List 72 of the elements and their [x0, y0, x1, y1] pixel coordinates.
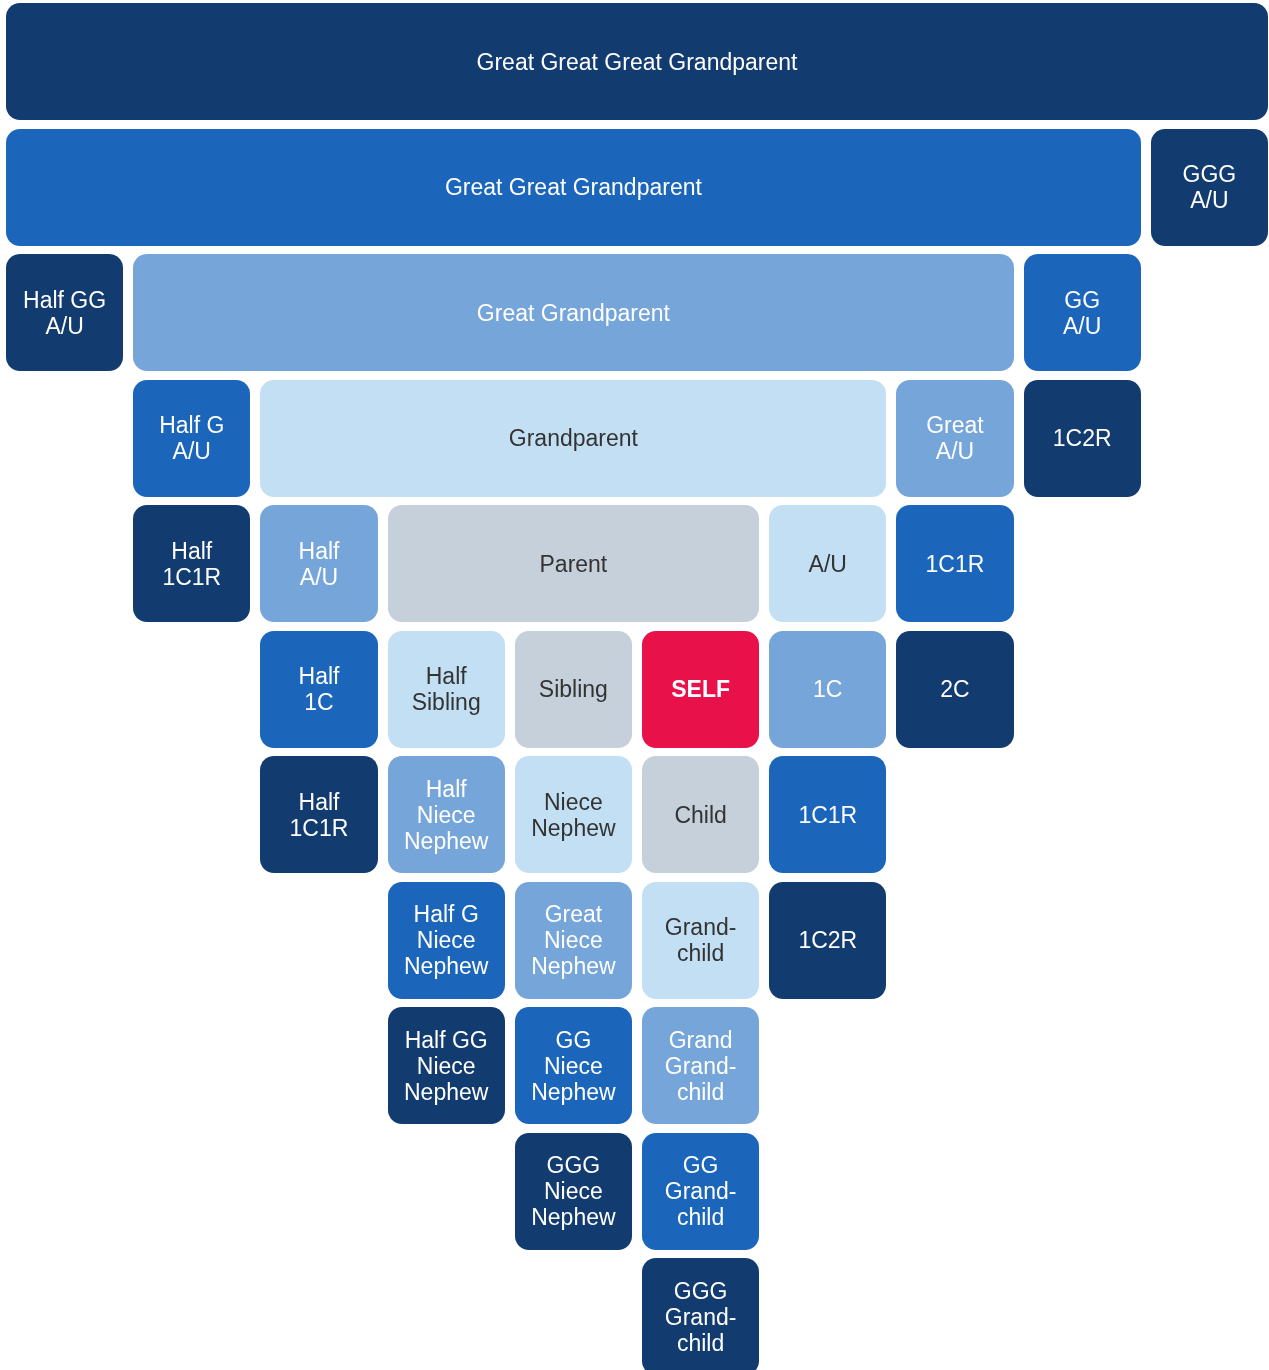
tile-label: Half 1C	[298, 663, 340, 715]
tile-label: Half Niece Nephew	[403, 775, 490, 854]
tile-label: Half G Niece Nephew	[403, 901, 490, 979]
tile-label: Great Great Great Grandparent	[476, 48, 798, 75]
relationship-tile	[769, 630, 887, 748]
relationship-tile	[1023, 254, 1141, 371]
tile-label: Grand- child	[663, 914, 738, 966]
relationship-tile	[387, 1007, 505, 1124]
relationship-tile	[1023, 379, 1141, 497]
tile-label: 1C1R	[925, 550, 985, 577]
tile-label: SELF	[671, 676, 730, 702]
relationship-tile	[6, 128, 1141, 246]
relationship-tile	[769, 881, 887, 999]
relationship-tile	[642, 756, 760, 873]
tile-label: Grandparent	[508, 425, 638, 451]
relationship-tile	[387, 881, 505, 999]
tile-label: 1C	[813, 676, 843, 702]
relationship-tile	[514, 630, 632, 748]
tile-label: Great A/U	[926, 412, 984, 464]
relationship-tile	[1150, 128, 1268, 246]
tile-label: Half GG A/U	[22, 286, 108, 339]
tile-label: Great Niece Nephew	[530, 901, 617, 979]
tile-label: Child	[674, 801, 727, 828]
tile-label: Great Grandparent	[476, 299, 670, 326]
tile-label: GGG Niece Nephew	[530, 1152, 617, 1230]
relationship-tile	[642, 1132, 760, 1250]
relationship-tile	[260, 630, 378, 748]
tile-label: GG Niece Nephew	[531, 1026, 616, 1105]
tile-label: Parent	[539, 550, 608, 577]
relationship-tile	[642, 1007, 760, 1124]
tile-label: 1C2R	[798, 927, 858, 953]
tile-label: Grand Grand- child	[663, 1026, 738, 1105]
tile-label: GG A/U	[1063, 286, 1102, 339]
relationship-tile	[642, 1258, 760, 1370]
relationship-tile	[133, 505, 251, 622]
relationship-tile	[6, 3, 1268, 120]
relationship-tile	[642, 630, 760, 748]
relationship-tile	[387, 505, 760, 622]
tile-label: GGG A/U	[1182, 161, 1237, 213]
tile-label: Sibling	[538, 676, 608, 702]
relationship-tile	[769, 505, 887, 622]
relationship-tile	[896, 379, 1014, 497]
relationship-tile	[133, 379, 251, 497]
tile-label: A/U	[808, 550, 847, 577]
tile-label: Half 1C1R	[289, 788, 349, 841]
relationship-tile	[514, 1132, 632, 1250]
tile-label: 2C	[940, 676, 970, 702]
tile-label: Half A/U	[298, 537, 340, 590]
relationship-tile	[387, 756, 505, 873]
tile-label: GG Grand- child	[663, 1152, 738, 1230]
tile-label: Half Sibling	[410, 663, 482, 715]
relationship-tile	[769, 756, 887, 873]
relationship-tile	[387, 630, 505, 748]
relationship-tile	[896, 505, 1014, 622]
relationship-tile	[896, 630, 1014, 748]
relationship-tile	[514, 756, 632, 873]
relationship-tile	[260, 505, 378, 622]
tile-label: Half G A/U	[158, 412, 226, 464]
tile-label: Half GG Niece Nephew	[403, 1026, 490, 1105]
relationship-tile	[133, 254, 1014, 371]
relationship-tile	[514, 881, 632, 999]
relationship-tile	[260, 379, 887, 497]
tile-label: Niece Nephew	[530, 788, 617, 841]
relationship-tile	[260, 756, 378, 873]
relationship-tile	[6, 254, 124, 371]
tile-label: 1C1R	[798, 801, 858, 828]
tile-label: GGG Grand- child	[663, 1277, 738, 1356]
relationship-tile	[642, 881, 760, 999]
tile-label: Great Great Grandparent	[444, 174, 702, 200]
relationship-tile	[514, 1007, 632, 1124]
tile-label: 1C2R	[1052, 425, 1112, 451]
tile-label: Half 1C1R	[162, 537, 222, 590]
